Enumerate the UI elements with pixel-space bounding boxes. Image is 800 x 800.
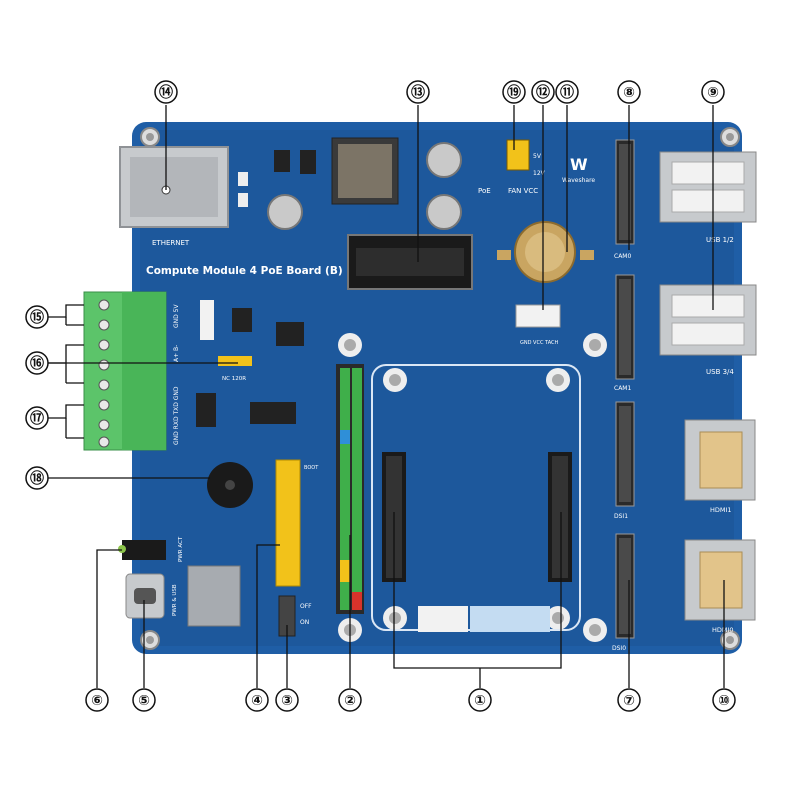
silk-dsi1: DSI1 [614,513,628,520]
silk-brand: Waveshare [562,177,595,184]
dsi0-connector [615,533,635,639]
capacitor-1 [426,142,462,178]
silk-off: OFF [300,603,312,610]
callout-4: ④ [245,688,269,712]
board-title: Compute Module 4 PoE Board (B) [146,265,343,277]
light-blue-pad [470,606,550,632]
silk-cam0: CAM0 [614,253,631,260]
callout-12: ⑫ [531,80,555,104]
silk-hdmi1: HDMI1 [710,506,732,514]
svg-text:⑦: ⑦ [623,693,635,709]
svg-text:⑮: ⑮ [30,309,44,326]
leader-lines [48,105,725,688]
fan-voltage-jumper [506,139,530,171]
callout-16: ⑯ [25,351,49,375]
svg-text:⑯: ⑯ [30,355,44,372]
callout-17: ⑰ [25,406,49,430]
hdmi1-port [684,419,756,501]
usb-boot-connector [187,565,241,627]
svg-text:⑪: ⑪ [560,84,574,101]
svg-text:⑤: ⑤ [138,693,150,709]
svg-text:⑧: ⑧ [623,85,635,101]
cam1-connector [615,274,635,380]
silk-pwr-act: PWR ACT [178,536,184,562]
silk-usb34: USB 3/4 [706,368,734,376]
terminal-block [83,291,167,451]
svg-text:⑫: ⑫ [536,84,550,101]
silk-usb12: USB 1/2 [706,236,734,244]
svg-text:⑩: ⑩ [718,693,730,709]
silk-hdmi0: HDMI0 [712,626,734,634]
fan-header [515,304,561,328]
silk-cam1: CAM1 [614,385,631,392]
callout-18: ⑱ [25,466,49,490]
silk-terminal-top: GND 5V [173,304,180,328]
usb-port-3-4 [659,284,757,356]
callout-13: ⑬ [406,80,430,104]
callout-5: ⑤ [132,688,156,712]
silk-fan-vcc: FAN VCC [508,187,538,195]
svg-text:⑭: ⑭ [159,84,173,101]
usb-port-1-2 [659,151,757,223]
gpio-yellow-header [275,459,301,587]
callout-1: ① [468,688,492,712]
status-leds [122,540,166,560]
silk-terminal-bot: GND RXD TXD GND [173,386,180,445]
svg-text:⑨: ⑨ [707,85,719,101]
callout-19: ⑲ [502,80,526,104]
silk-pwr-usb: PWR & USB [172,584,178,616]
callout-6: ⑥ [85,688,109,712]
termination-jumper [218,356,252,366]
callout-7: ⑦ [617,688,641,712]
capacitor-2 [426,194,462,230]
svg-text:⑰: ⑰ [30,410,44,427]
silk-terminal-mid: A+ B- [173,345,180,362]
svg-text:⑬: ⑬ [411,84,425,101]
callout-10: ⑩ [712,688,736,712]
callout-markers: ⑭ ⑬ ⑲ ⑫ ⑪ ⑧ ⑨ ⑮ ⑯ ⑰ ⑱ ⑥ ⑤ ④ ③ ② ① ⑦ ⑩ [25,80,736,712]
silk-12v: 12V [533,170,546,177]
silk-boot: BOOT [304,465,319,471]
callout-11: ⑪ [555,80,579,104]
svg-text:④: ④ [251,693,263,709]
callout-8: ⑧ [617,80,641,104]
silk-nc120r: NC 120R [222,376,246,382]
svg-text:①: ① [474,693,486,709]
svg-text:⑲: ⑲ [507,84,521,101]
callout-9: ⑨ [701,80,725,104]
silk-dsi0: DSI0 [612,645,626,652]
waveshare-logo: W [570,155,588,174]
silk-5v: 5V [533,153,542,160]
silk-fan-pins: GND VCC TACH [520,340,559,346]
svg-text:③: ③ [281,693,293,709]
callout-3: ③ [275,688,299,712]
cam0-connector [615,139,635,245]
svg-text:⑥: ⑥ [91,693,103,709]
dsi1-connector [615,401,635,507]
capacitor-3 [267,194,303,230]
white-label-pad [418,606,468,632]
svg-text:⑱: ⑱ [30,470,44,487]
gpio-40pin-header [336,364,364,614]
silk-ethernet: ETHERNET [152,239,190,247]
callout-2: ② [338,688,362,712]
silk-on: ON [300,619,309,626]
callout-15: ⑮ [25,305,49,329]
silk-poe: PoE [478,187,491,195]
hdmi0-port [684,539,756,621]
mounting-holes [140,127,740,650]
callout-14: ⑭ [154,80,178,104]
svg-text:②: ② [344,693,356,709]
